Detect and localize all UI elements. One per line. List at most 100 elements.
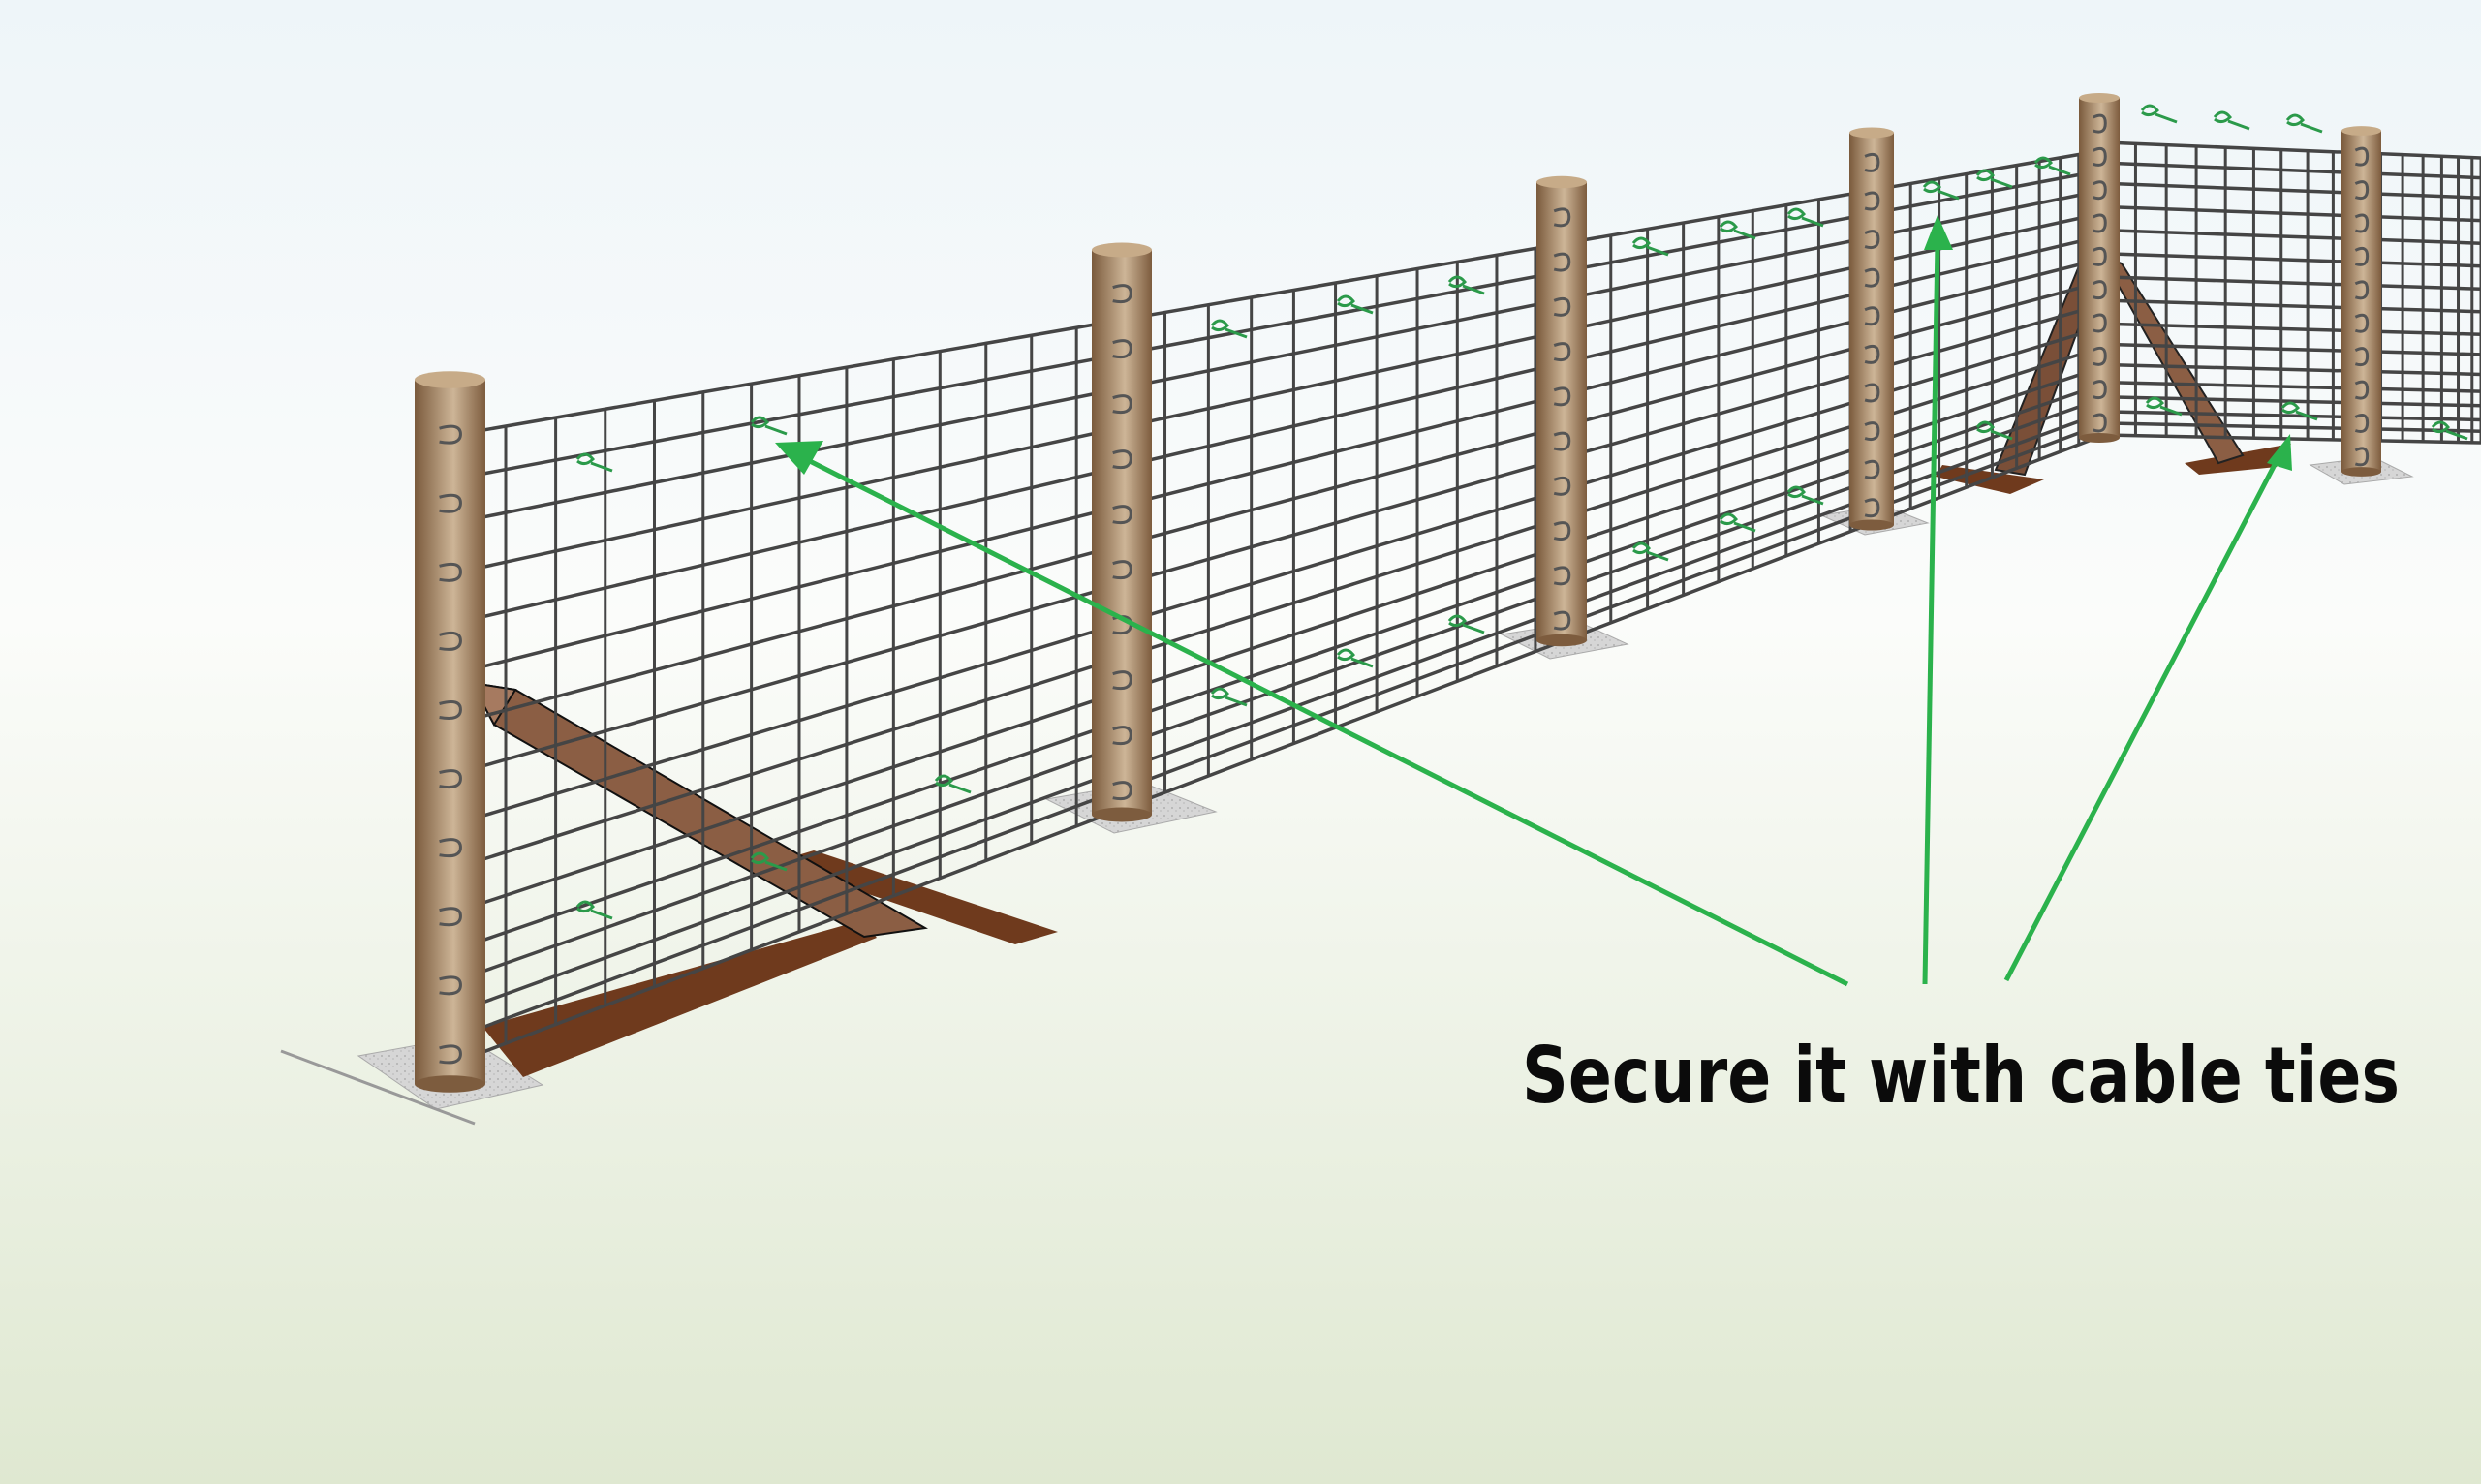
post-top: [1536, 175, 1587, 189]
staple-icon: [1864, 191, 1880, 211]
staple-icon: [1864, 344, 1880, 364]
cable-tie-icon: [1719, 512, 1756, 533]
staple-icon: [2354, 447, 2370, 467]
arrow-3: [2003, 455, 2281, 982]
cable-tie-icon: [2280, 401, 2318, 421]
staple-icon: [439, 838, 462, 858]
cable-tie-icon: [1336, 294, 1374, 315]
staple-icon: [2354, 280, 2370, 300]
main-panel-horizontal-wire: [454, 188, 2105, 525]
staple-icon: [2093, 346, 2107, 366]
staple-icon: [2093, 113, 2107, 134]
cable-tie-icon: [1922, 180, 1960, 201]
main-panel-horizontal-wire: [454, 364, 2105, 914]
staple-icon: [439, 424, 462, 445]
arrow-2: [1922, 241, 1940, 985]
staple-icon: [1112, 394, 1132, 415]
staple-icon: [1112, 560, 1132, 580]
staple-icon: [439, 1044, 462, 1065]
staple-icon: [1864, 306, 1880, 326]
main-panel-horizontal-wire: [454, 148, 2105, 437]
post-top: [415, 371, 485, 388]
post-base: [1849, 519, 1894, 531]
post-base: [1536, 634, 1587, 647]
cable-tie-icon: [1447, 275, 1485, 295]
post-base: [1092, 807, 1152, 822]
cable-tie-icon: [1210, 319, 1248, 339]
staple-icon: [2354, 213, 2370, 233]
cable-tie-icon: [750, 851, 788, 872]
cable-tie-icon: [2213, 110, 2250, 131]
main-panel-horizontal-wire: [454, 279, 2105, 726]
cable-tie-icon: [2285, 113, 2323, 134]
staple-icon: [1553, 207, 1571, 228]
staple-icon: [1112, 781, 1132, 801]
staple-icon: [1864, 383, 1880, 403]
staple-icon: [439, 769, 462, 789]
cable-tie-icon: [2033, 156, 2071, 176]
arrows: [775, 215, 2292, 987]
post-base: [2341, 467, 2381, 477]
staple-icon: [439, 562, 462, 582]
main-panel-horizontal-wire: [454, 302, 2105, 776]
arrow-2-head: [1924, 215, 1953, 250]
staple-icon: [2093, 246, 2107, 266]
cable-tie-icon: [2145, 396, 2183, 417]
staple-icon: [2354, 414, 2370, 433]
staple-icon: [1112, 449, 1132, 470]
staple-icon: [2093, 413, 2107, 433]
staple-icon: [2354, 313, 2370, 333]
cable-tie-icon: [2140, 104, 2178, 124]
staple-icon: [1553, 296, 1571, 317]
main-panel-horizontal-wire: [454, 433, 2105, 1065]
side-panel-horizontal-wire: [2103, 433, 2481, 445]
main-panel-horizontal-wire: [454, 396, 2105, 983]
staple-icon: [2354, 347, 2370, 367]
post-top: [1092, 242, 1152, 258]
arrow-1-head: [775, 441, 823, 475]
caption: Secure it with cable ties: [1522, 1031, 2400, 1121]
main-panel-horizontal-wire: [454, 233, 2105, 626]
post-top: [2341, 126, 2381, 136]
cable-tie-icon: [575, 900, 613, 920]
staple-icon: [439, 493, 462, 513]
staple-icon: [2093, 380, 2107, 400]
main-panel-horizontal-wire: [454, 168, 2105, 481]
staple-icon: [1553, 386, 1571, 407]
main-panel-horizontal-wire: [454, 421, 2105, 1039]
cable-tie-icon: [1210, 687, 1248, 707]
cable-tie-icon: [1336, 648, 1374, 668]
staple-icon: [2093, 180, 2107, 201]
staple-icon: [1553, 610, 1571, 631]
staple-icon: [2093, 280, 2107, 300]
staple-icon: [1864, 230, 1880, 250]
staple-icon: [439, 975, 462, 996]
cable-tie-icon: [1975, 420, 2013, 441]
cable-tie-icon: [1786, 485, 1824, 506]
cable-tie-icon: [1447, 614, 1485, 634]
staple-icon: [1864, 459, 1880, 479]
staple-icon: [1553, 252, 1571, 272]
staple-icon: [1553, 566, 1571, 586]
staple-icon: [2093, 213, 2107, 233]
staple-icon: [1864, 267, 1880, 288]
post-top: [2079, 92, 2120, 104]
staple-icon: [439, 700, 462, 720]
cable-tie-icon: [2431, 420, 2468, 441]
post-top: [1849, 127, 1894, 139]
staple-icon: [2354, 180, 2370, 201]
fence-posts: [415, 92, 2381, 1093]
cable-ties: [575, 104, 2468, 920]
staple-icon: [2093, 313, 2107, 333]
post-base: [415, 1075, 485, 1093]
staple-icon: [1112, 726, 1132, 746]
staple-icon: [439, 631, 462, 651]
arrow-3-head: [2267, 434, 2292, 471]
staple-icon: [2354, 380, 2370, 400]
staple-icon: [1553, 342, 1571, 362]
cable-tie-icon: [1975, 169, 2013, 189]
main-panel-horizontal-wire: [454, 210, 2105, 575]
wire-mesh: [453, 140, 2481, 1065]
